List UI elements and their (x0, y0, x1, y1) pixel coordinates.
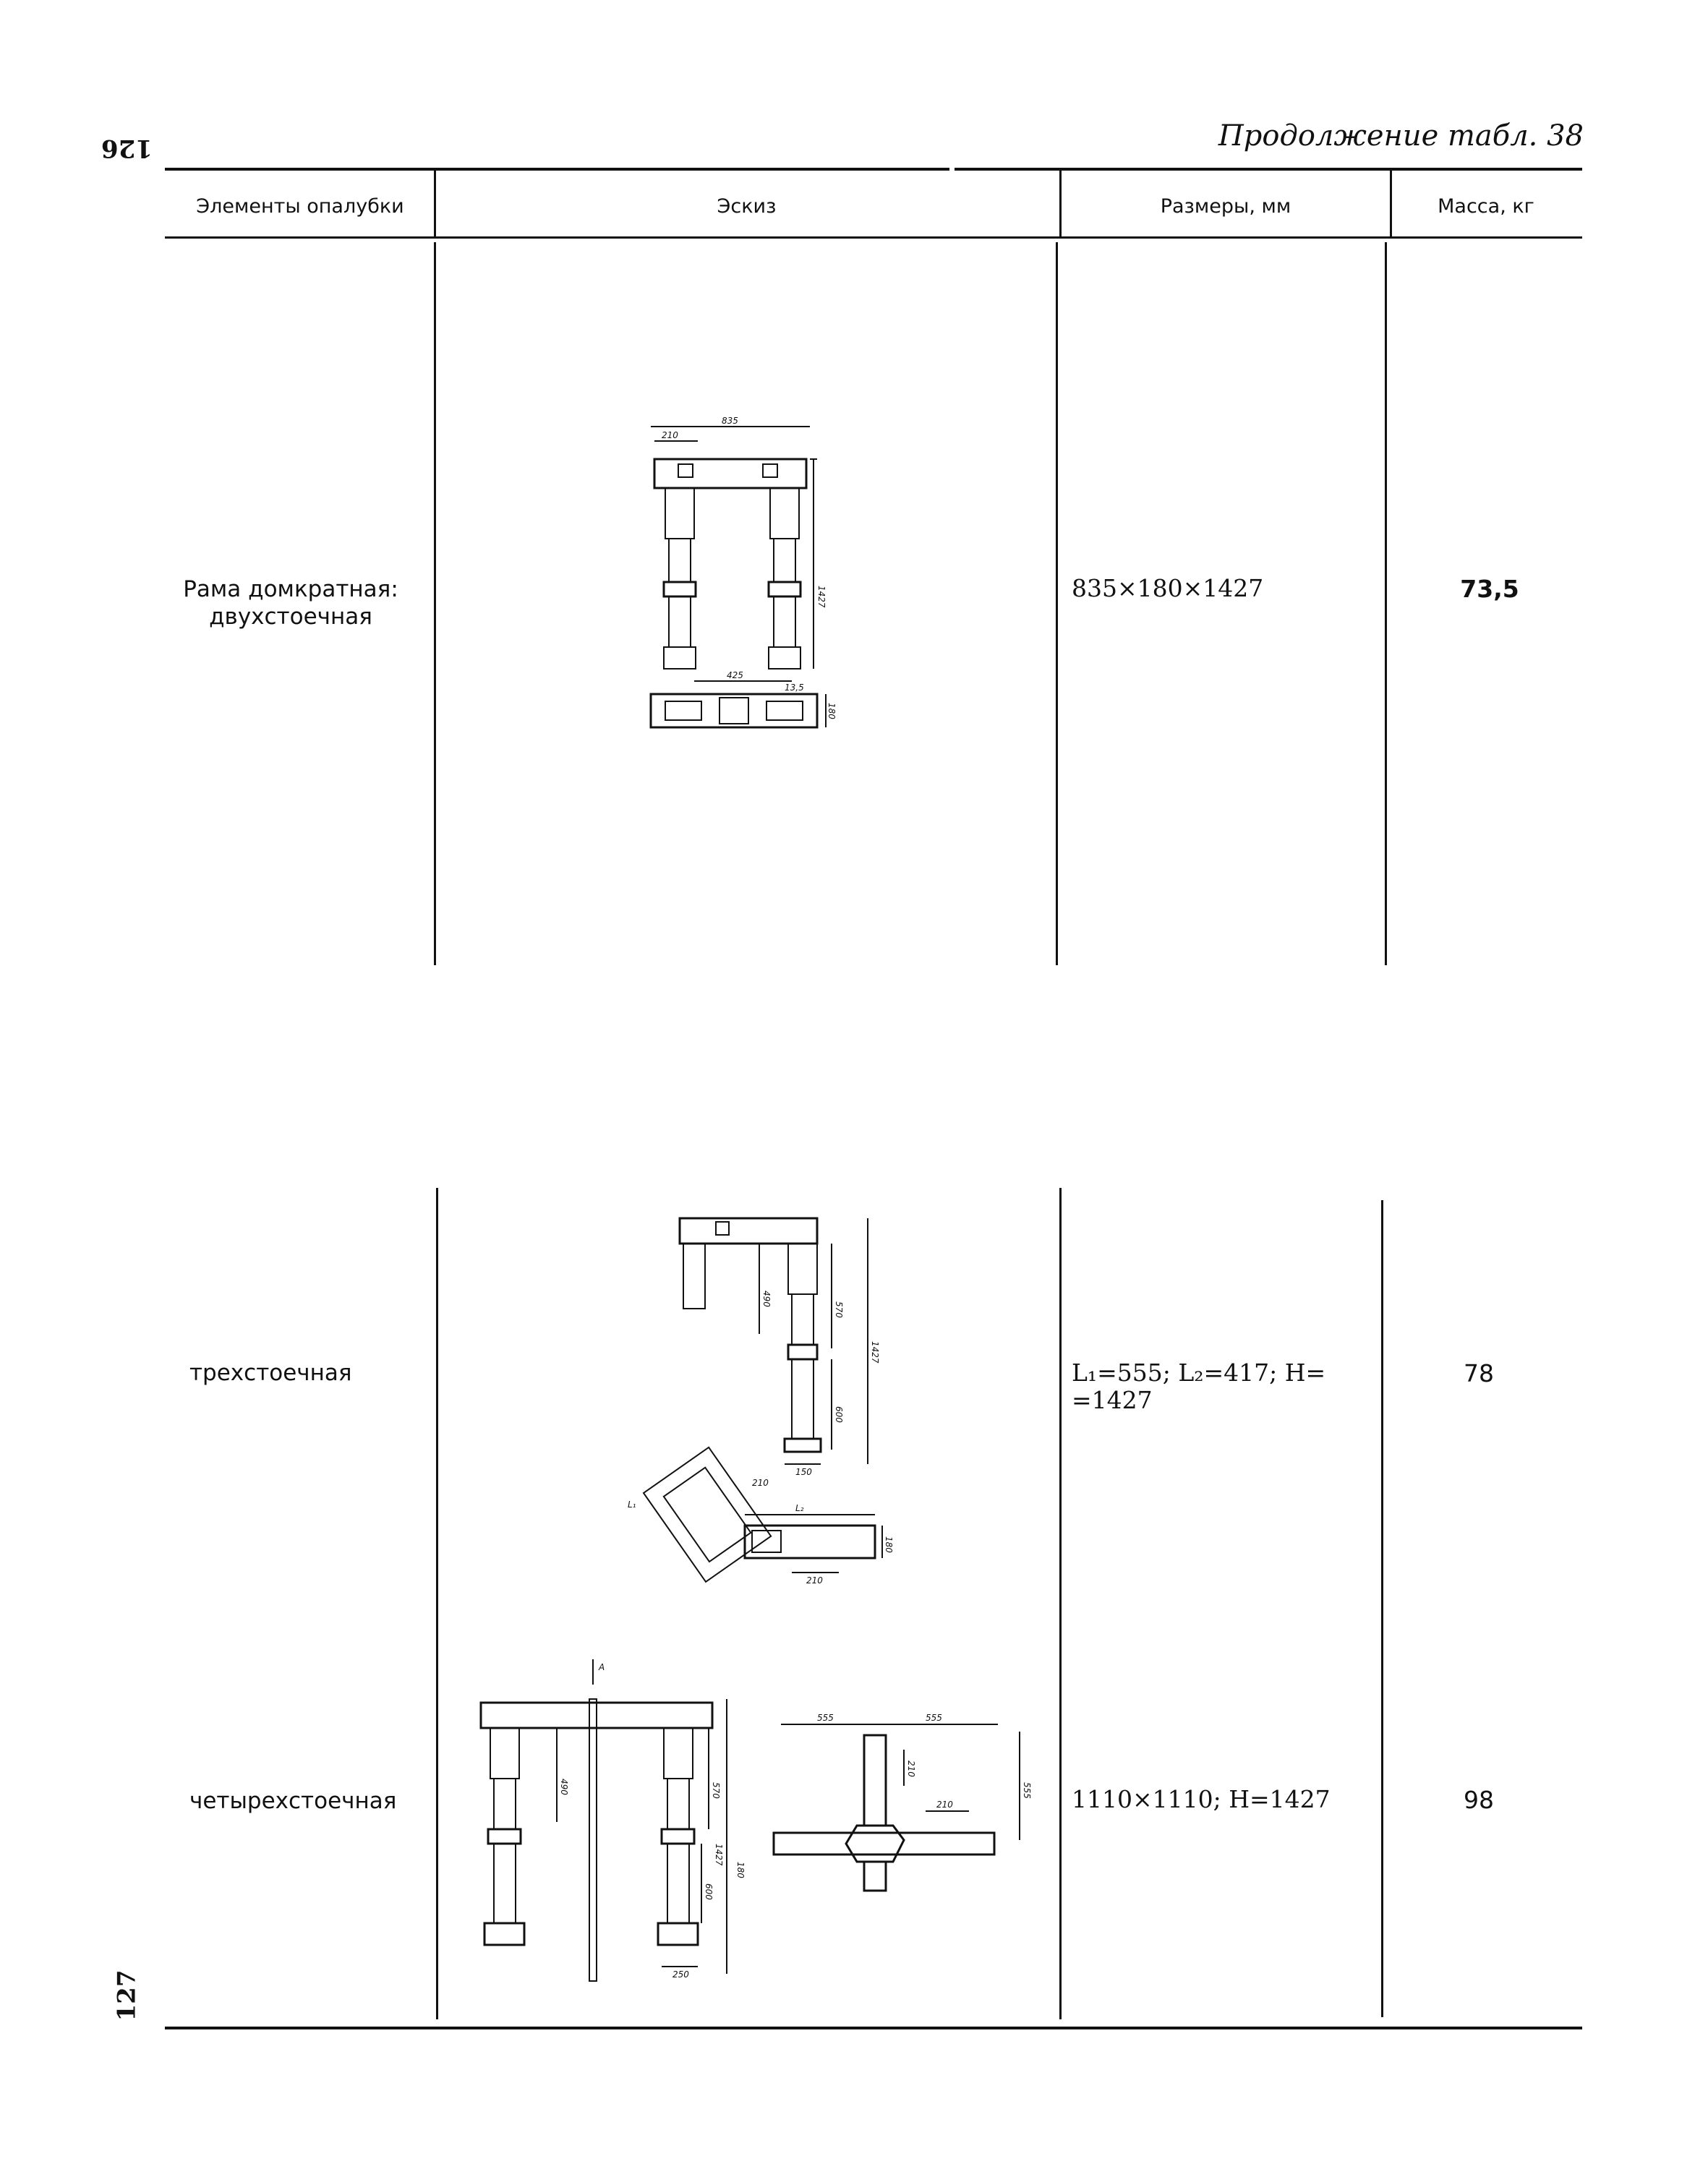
page-number-bottom: 127 (112, 1969, 142, 2022)
sketch1-label-top: 210 (662, 430, 678, 440)
row2-dimensions: L₁=555; L₂=417; H= =1427 (1072, 1359, 1383, 1414)
row2-dimensions-line1: L₁=555; L₂=417; H= (1072, 1359, 1326, 1387)
sketch-two-post-frame: 835 210 1427 425 13,5 180 (649, 416, 837, 729)
sketch2-label-g: L₁ (628, 1500, 636, 1510)
sketch2-label-c: 1427 (870, 1341, 880, 1364)
sketch3-label-b: 490 (559, 1779, 569, 1795)
row2-mass: 78 (1464, 1359, 1494, 1387)
table-header-rule (165, 236, 1582, 239)
header-separator-2 (1059, 171, 1062, 236)
body-separator-2-block1 (1056, 242, 1058, 965)
header-mass: Масса, кг (1438, 195, 1534, 218)
header-elements: Элементы опалубки (196, 195, 404, 218)
sketch2-label-h: L₂ (795, 1503, 804, 1513)
sketch-three-post-frame: 490 570 1427 600 150 210 L₁ L₂ 180 210 (628, 1217, 894, 1586)
sketch3-label-h: 555 (817, 1713, 834, 1723)
page-number-top: 126 (101, 134, 153, 163)
row2-dimensions-line2: =1427 (1072, 1386, 1153, 1414)
sketch3-label-e: 180 (735, 1862, 746, 1878)
row3-mass: 98 (1464, 1786, 1494, 1814)
sketch3-label-c: 570 (711, 1782, 721, 1799)
table-top-rule-left (165, 168, 949, 171)
header-dimensions: Размеры, мм (1160, 195, 1291, 218)
table-continuation-note: Продолжение табл. 38 (1218, 119, 1584, 153)
sketch3-label-l: 555 (1022, 1782, 1032, 1799)
sketch2-label-b: 570 (834, 1301, 844, 1318)
row2-element: трехстоечная (189, 1360, 352, 1386)
sketch1-label-w: 835 (722, 416, 738, 426)
sketch1-label-bottom: 425 (727, 670, 743, 680)
header-separator-1 (434, 171, 436, 236)
body-separator-2-block2 (1059, 1188, 1062, 2019)
sketch2-label-j: 210 (806, 1575, 823, 1586)
sketch3-label-i: 555 (926, 1713, 942, 1723)
sketch2-label-d: 600 (834, 1406, 844, 1423)
sketch3-label-j: 210 (906, 1761, 916, 1777)
row1-mass: 73,5 (1460, 575, 1519, 603)
row1-element: Рама домкратная: двухстоечная (161, 576, 421, 630)
table-top-rule-right (955, 168, 1582, 171)
sketch1-label-h: 1427 (816, 586, 827, 608)
body-separator-3-block2 (1381, 1200, 1383, 2017)
sketch1-label-mid: 13,5 (785, 683, 804, 693)
row1-element-line1: Рама домкратная: (183, 576, 398, 602)
sketch2-label-i: 180 (884, 1536, 894, 1553)
sketch3-label-a: A (598, 1662, 605, 1672)
body-separator-1-block1 (434, 242, 436, 965)
sketch2-label-e: 150 (795, 1467, 812, 1477)
header-separator-3 (1390, 171, 1392, 236)
row3-element: четырехстоечная (189, 1788, 397, 1814)
header-sketch: Эскиз (717, 195, 777, 218)
row3-dimensions: 1110×1110; H=1427 (1072, 1785, 1331, 1813)
sketch3-label-k: 210 (936, 1800, 953, 1810)
table-bottom-rule (165, 2027, 1582, 2029)
sketch2-label-a: 490 (761, 1291, 772, 1307)
body-separator-3-block1 (1385, 242, 1387, 965)
sketch3-label-g: 250 (672, 1969, 689, 1980)
sketch3-label-d: 1427 (714, 1844, 724, 1866)
sketch3-label-f: 600 (704, 1883, 714, 1900)
body-separator-1-block2 (436, 1188, 438, 2019)
sketch-four-post-frame: A 490 570 1427 180 600 250 555 555 210 2… (479, 1659, 1032, 1982)
sketch1-label-side: 180 (827, 703, 837, 719)
row1-element-line2: двухстоечная (209, 604, 372, 630)
row1-dimensions: 835×180×1427 (1072, 574, 1264, 602)
sketch2-label-f: 210 (752, 1478, 769, 1488)
